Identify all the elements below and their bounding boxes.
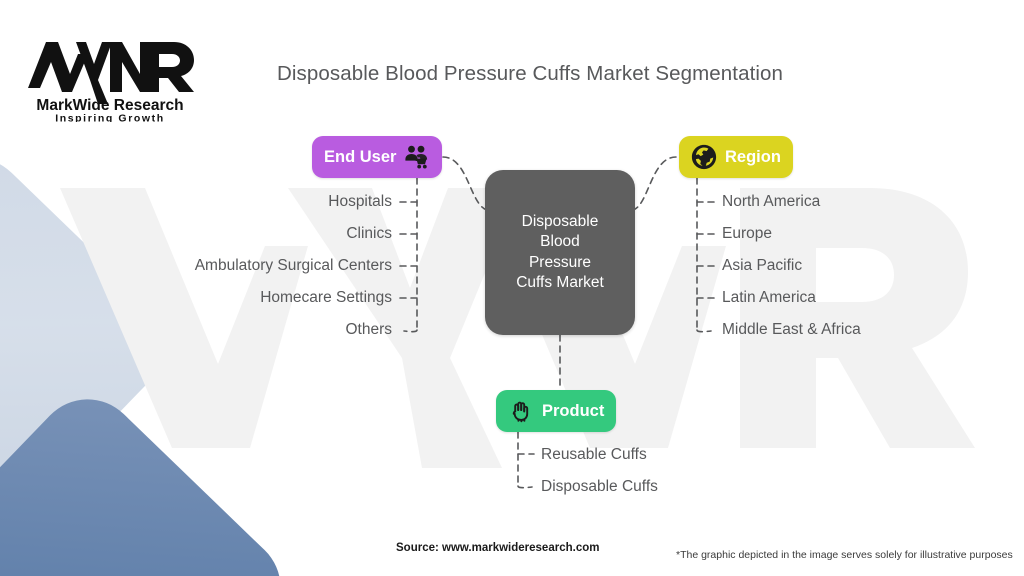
globe-icon — [691, 144, 717, 170]
glove-hand-icon — [508, 398, 534, 424]
leaf-end-user-2: Ambulatory Surgical Centers — [194, 257, 392, 274]
customers-cart-icon — [404, 144, 430, 170]
logo-company-name: MarkWide Research — [36, 97, 183, 114]
branch-label-end-user: End User — [324, 147, 397, 166]
center-line-4: Cuffs Market — [516, 274, 604, 291]
leaf-end-user-1: Clinics — [346, 225, 392, 242]
branch-badge-region[interactable]: Region — [679, 136, 793, 178]
center-node: Disposable Blood Pressure Cuffs Market — [485, 170, 635, 335]
leaf-region-4: Middle East & Africa — [722, 321, 861, 338]
branch-label-product: Product — [542, 401, 605, 420]
leaf-region-0: North America — [722, 193, 821, 210]
page-title: Disposable Blood Pressure Cuffs Market S… — [276, 62, 784, 85]
leaf-region-1: Europe — [722, 225, 772, 242]
center-line-1: Disposable — [521, 212, 599, 230]
branch-badge-end-user[interactable]: End User — [312, 136, 443, 178]
center-line-2: Blood — [540, 233, 580, 250]
source-text: Source: www.markwideresearch.com — [396, 542, 600, 554]
branch-badge-product[interactable]: Product — [496, 390, 617, 432]
branch-label-region: Region — [725, 147, 781, 166]
leaf-region-3: Latin America — [722, 289, 816, 306]
leaf-end-user-0: Hospitals — [328, 193, 392, 210]
leaf-product-1: Disposable Cuffs — [541, 478, 658, 495]
leaf-end-user-4: Others — [345, 321, 392, 338]
logo-tagline: Inspiring Growth — [55, 113, 165, 123]
center-line-3: Pressure — [528, 253, 591, 271]
center-node-text: Disposable Blood Pressure Cuffs Market — [516, 212, 604, 294]
decorative-shape-dark — [0, 377, 303, 576]
leaf-end-user-3: Homecare Settings — [260, 289, 392, 306]
decorative-shape-light — [0, 133, 188, 559]
leaf-product-0: Reusable Cuffs — [541, 446, 647, 463]
disclaimer-text: *The graphic depicted in the image serve… — [676, 549, 1013, 561]
leaf-region-2: Asia Pacific — [722, 257, 803, 274]
company-logo: MarkWide Research Inspiring Growth — [24, 30, 196, 122]
